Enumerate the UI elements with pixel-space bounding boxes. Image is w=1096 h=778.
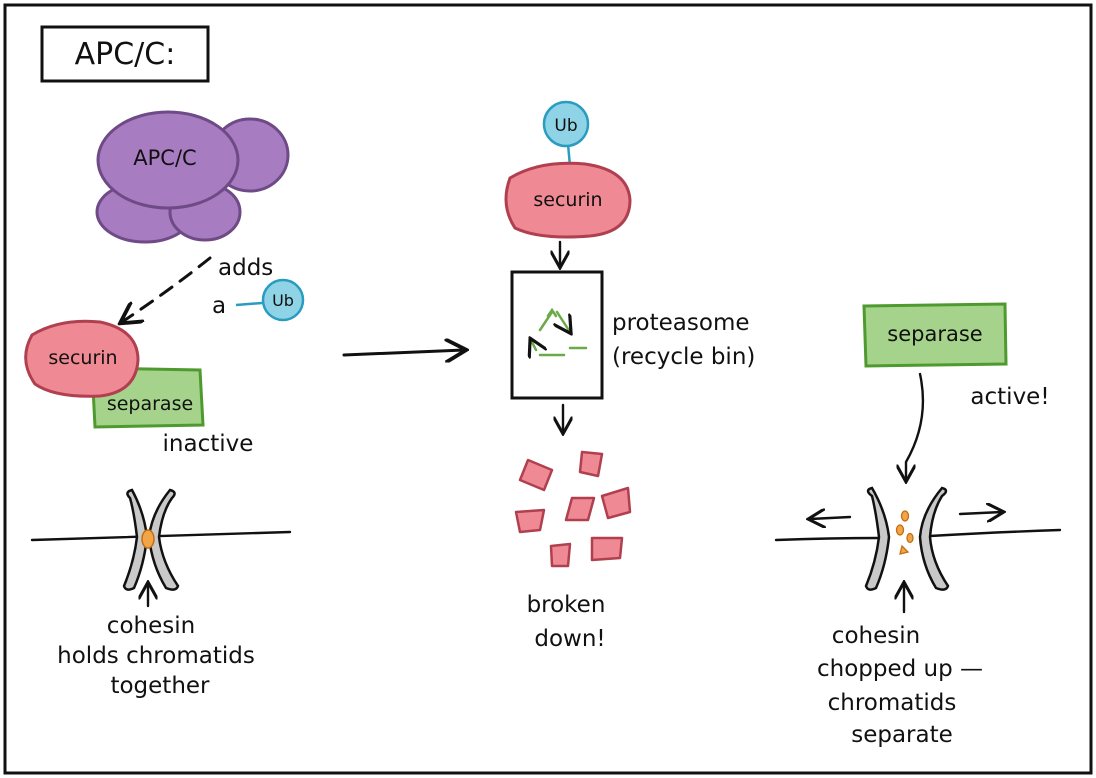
securin-label-2: securin xyxy=(533,189,602,211)
cohesin-right-line4: separate xyxy=(851,722,953,748)
cohesin-left-line3: together xyxy=(110,673,210,699)
apc-complex: APC/C xyxy=(95,110,290,244)
main-arrow xyxy=(342,350,464,355)
proteasome-bin xyxy=(510,270,604,400)
dashed-arrow-apc-to-securin xyxy=(122,256,212,322)
ub-label: Ub xyxy=(272,291,294,310)
ub-tag-2: Ub xyxy=(542,100,590,148)
page-title: APC/C: xyxy=(75,37,176,72)
a-label: a xyxy=(212,293,226,319)
down-label: down! xyxy=(534,626,605,652)
ub-label-2: Ub xyxy=(554,116,577,136)
cohesin-left-line2: holds chromatids xyxy=(57,643,255,669)
inactive-label: inactive xyxy=(163,431,254,457)
cohesin-right-line3: chromatids xyxy=(828,690,957,716)
ub-tag-1: Ub xyxy=(261,278,305,322)
separase-active: separase xyxy=(862,302,1008,368)
title-box: APC/C: xyxy=(40,25,210,83)
cohesin-left-line1: cohesin xyxy=(107,613,195,639)
proteasome-label: proteasome xyxy=(612,310,750,336)
securin-tagged: securin xyxy=(504,161,632,239)
pull-arrow-left xyxy=(810,517,852,519)
recycle-bin-label: (recycle bin) xyxy=(612,344,755,370)
securin-fragments xyxy=(514,450,632,568)
cohesin-right-line1: cohesin xyxy=(832,623,920,649)
cohesin-right-line2: chopped up — xyxy=(817,656,983,682)
cohesin-ring xyxy=(141,529,155,549)
broken-label: broken xyxy=(527,592,606,618)
apc-label: APC/C xyxy=(133,146,196,170)
recycle-icon xyxy=(531,307,588,355)
securin-label: securin xyxy=(48,347,117,369)
separase-label: separase xyxy=(107,393,193,415)
securin-separase-complex: separase securin xyxy=(24,319,205,429)
adds-label: adds xyxy=(218,255,273,281)
ub-link-1 xyxy=(235,301,263,307)
separase-label-2: separase xyxy=(887,322,982,346)
pull-arrow-right xyxy=(958,512,1002,514)
active-label: active! xyxy=(970,384,1049,410)
chromosome-joined xyxy=(30,488,292,591)
cohesin-fragments xyxy=(895,510,914,555)
chromosome-separating xyxy=(774,486,1062,591)
arrow-to-chromosome xyxy=(906,372,925,480)
